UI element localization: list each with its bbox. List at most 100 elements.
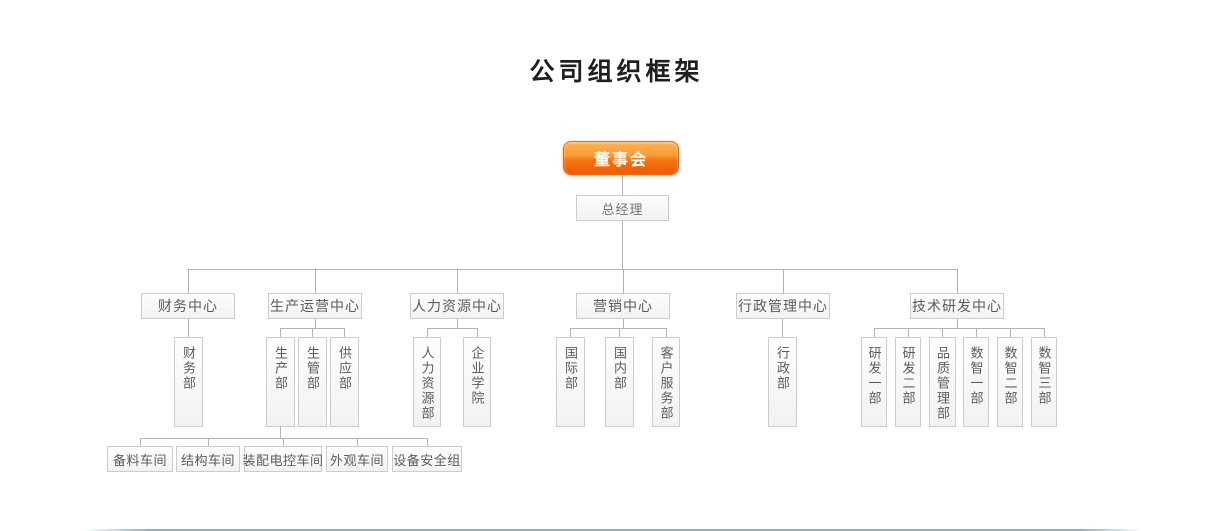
connector-line [957,319,958,328]
node-admin-center: 行政管理中心 [736,293,830,319]
node-enterprise-academy-label: 企业学院 [469,346,485,406]
connector-line [976,328,977,337]
node-finance-dept: 财务部 [174,337,203,427]
node-digital-dept-1-label: 数智一部 [968,346,984,406]
connector-line [188,319,189,337]
node-equipment-safety-group-label: 设备安全组 [393,452,461,468]
connector-line [140,438,141,446]
node-equipment-safety-group: 设备安全组 [392,446,462,472]
node-digital-dept-2: 数智二部 [997,337,1023,427]
connector-line [477,328,478,337]
node-board-label: 董事会 [593,152,648,169]
node-quality-mgmt-dept-label: 品质管理部 [935,346,950,421]
connector-line [344,328,345,337]
node-finance-dept-label: 财务部 [181,346,196,391]
connector-line [280,328,281,337]
connector-line [1010,328,1011,337]
connector-line [942,328,943,337]
connector-line [1044,328,1045,337]
node-hr-center-label: 人力资源中心 [412,298,502,314]
node-assembly-electric-workshop: 装配电控车间 [242,446,324,472]
node-digital-dept-1: 数智一部 [963,337,989,427]
node-digital-dept-2-label: 数智二部 [1002,346,1018,406]
node-rnd-center-label: 技术研发中心 [912,298,1002,314]
node-digital-dept-3-label: 数智三部 [1036,346,1052,406]
node-digital-dept-3: 数智三部 [1031,337,1057,427]
connector-line [188,269,189,293]
node-structure-workshop-label: 结构车间 [180,452,235,468]
node-customer-service-dept: 客户服务部 [652,337,680,427]
node-rnd-center: 技术研发中心 [910,293,1004,319]
connector-line [622,221,623,269]
node-enterprise-academy: 企业学院 [463,337,491,427]
node-production-center: 生产运营中心 [268,293,362,319]
node-quality-mgmt-dept: 品质管理部 [929,337,956,427]
node-intl-dept-label: 国际部 [563,346,578,391]
node-finance-center-label: 财务中心 [158,298,218,314]
connector-line [140,438,428,439]
connector-line [619,328,620,337]
node-production-center-label: 生产运营中心 [270,298,360,314]
node-marketing-center: 营销中心 [576,293,670,319]
node-material-workshop: 备料车间 [107,446,173,472]
node-rnd-dept-1-label: 研发一部 [866,346,882,406]
connector-line [208,438,209,446]
node-gm: 总经理 [576,195,669,221]
connector-line [315,269,316,293]
node-rnd-dept-2-label: 研发二部 [900,346,916,406]
connector-line [957,269,958,293]
node-production-mgmt-dept: 生管部 [298,337,327,427]
node-production-mgmt-dept-label: 生管部 [305,346,320,391]
node-marketing-center-label: 营销中心 [593,298,653,314]
node-rnd-dept-2: 研发二部 [895,337,921,427]
connector-line [283,438,284,446]
connector-line [315,319,316,328]
connector-line [570,328,667,329]
node-appearance-workshop: 外观车间 [326,446,388,472]
node-domestic-dept-label: 国内部 [612,346,627,391]
node-customer-service-dept-label: 客户服务部 [658,346,674,421]
page-title: 公司组织框架 [529,58,704,86]
node-intl-dept: 国际部 [556,337,585,427]
footer-divider [85,529,1143,531]
node-domestic-dept: 国内部 [605,337,634,427]
node-gm-label: 总经理 [601,201,644,217]
node-board: 董事会 [563,141,679,175]
node-structure-workshop: 结构车间 [176,446,240,472]
connector-line [280,427,281,438]
node-production-dept: 生产部 [266,337,295,427]
connector-line [623,269,624,293]
node-hr-dept: 人力资源部 [413,337,441,427]
node-admin-dept: 行政部 [768,337,797,427]
node-rnd-dept-1: 研发一部 [861,337,887,427]
node-material-workshop-label: 备料车间 [112,452,167,468]
connector-line [874,328,875,337]
node-production-dept-label: 生产部 [273,346,288,391]
connector-line [357,438,358,446]
connector-line [782,319,783,337]
node-hr-center: 人力资源中心 [410,293,504,319]
connector-line [427,438,428,446]
connector-line [312,328,313,337]
connector-line [908,328,909,337]
connector-line [427,328,478,329]
connector-line [666,328,667,337]
node-supply-dept: 供应部 [330,337,359,427]
connector-line [188,269,958,270]
connector-line [570,328,571,337]
node-supply-dept-label: 供应部 [337,346,352,391]
node-admin-dept-label: 行政部 [775,346,790,391]
connector-line [623,319,624,328]
node-appearance-workshop-label: 外观车间 [329,452,384,468]
connector-line [874,328,1045,329]
connector-line [783,269,784,293]
node-admin-center-label: 行政管理中心 [738,298,828,314]
connector-line [622,175,623,195]
connector-line [457,269,458,293]
node-assembly-electric-workshop-label: 装配电控车间 [242,452,324,468]
connector-line [457,319,458,328]
node-finance-center: 财务中心 [141,293,235,319]
connector-line [427,328,428,337]
